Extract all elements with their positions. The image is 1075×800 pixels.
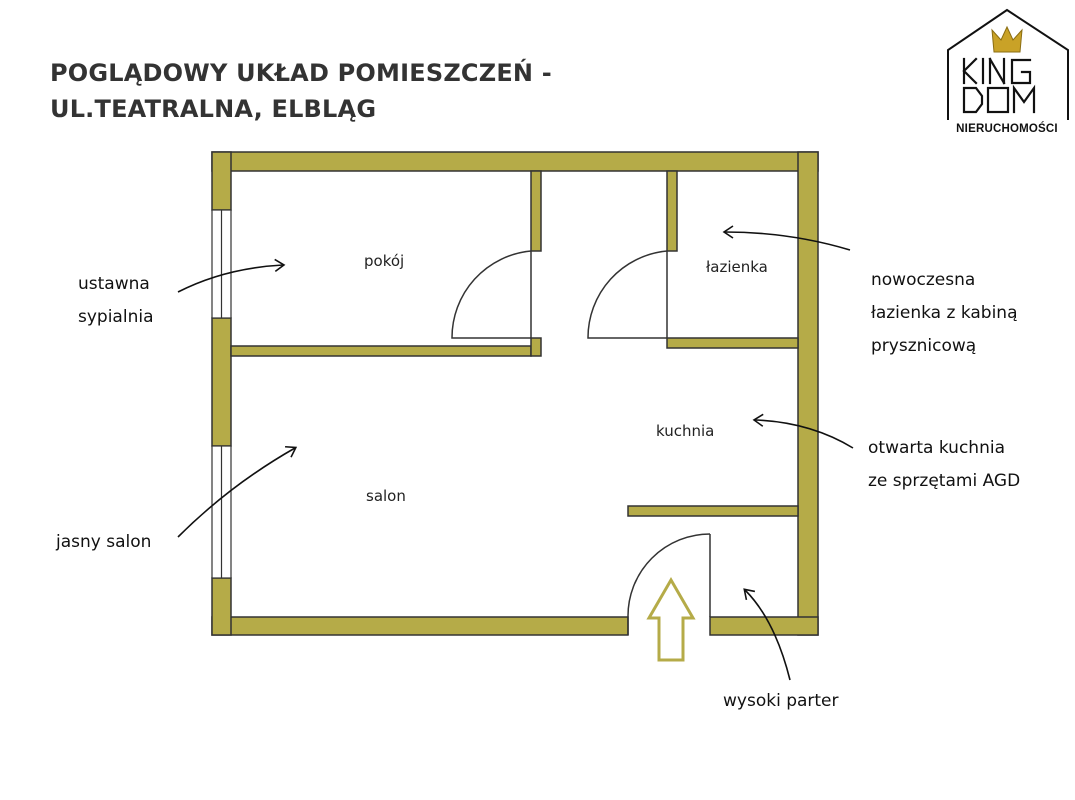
logo-house-outline [947,8,1069,120]
annotation-lazienka: nowoczesna łazienka z kabiną prysznicową [871,264,1018,363]
outer-wall-right [797,151,819,636]
annotation-sypialnia: ustawna sypialnia [78,268,154,334]
door-lazienka [587,250,668,339]
page-title: POGLĄDOWY UKŁAD POMIESZCZEŃ - UL.TEATRAL… [50,55,552,127]
arrow-salon-icon [177,445,298,538]
annotation-lazienka-line-1: nowoczesna [871,270,976,290]
arrow-lazienka-icon [722,225,851,251]
arrow-kuchnia-icon [752,413,854,449]
arrow-sypialnia-icon [177,258,286,293]
room-label-pokoj: pokój [364,252,405,270]
annotation-kuchnia: otwarta kuchnia ze sprzętami AGD [868,432,1020,498]
outer-wall-top [211,151,819,172]
outer-wall-left-1 [211,151,232,211]
room-label-salon: salon [366,487,406,505]
annotation-parter-line-1: wysoki parter [723,691,839,711]
outer-wall-left-2 [211,317,232,447]
outer-wall-bottom-left [211,616,629,636]
entrance-arrow-icon [646,577,696,662]
outer-wall-left-3 [211,577,232,636]
title-line-2: UL.TEATRALNA, ELBLĄG [50,95,377,123]
room-label-lazienka: łazienka [706,258,768,276]
wall-pokoj-bottom [230,345,532,357]
wall-bath-bottom [666,337,799,349]
annotation-sypialnia-line-2: sypialnia [78,307,154,327]
wall-corridor-left-bottom [530,337,542,357]
annotation-salon: jasny salon [56,526,151,559]
room-label-kuchnia: kuchnia [656,422,715,440]
annotation-lazienka-line-3: prysznicową [871,336,977,356]
annotation-kuchnia-line-2: ze sprzętami AGD [868,471,1021,491]
crown-icon [991,25,1023,53]
annotation-salon-line-1: jasny salon [56,532,152,552]
kingdom-logo [947,8,1069,120]
title-line-1: POGLĄDOWY UKŁAD POMIESZCZEŃ - [50,59,552,87]
door-pokoj [451,250,532,339]
wall-corridor-left-top [530,170,542,252]
outer-wall-bottom-right [709,616,819,636]
annotation-sypialnia-line-1: ustawna [78,274,150,294]
annotation-parter: wysoki parter [723,685,839,718]
door-entrance [627,533,711,635]
annotation-kuchnia-line-1: otwarta kuchnia [868,438,1005,458]
wall-bath-left [666,170,678,252]
logo-subtitle: NIERUCHOMOŚCI [956,123,1058,135]
arrow-parter-icon [743,588,791,681]
annotation-lazienka-line-2: łazienka z kabiną [871,303,1018,323]
wall-hall-top [627,505,799,517]
